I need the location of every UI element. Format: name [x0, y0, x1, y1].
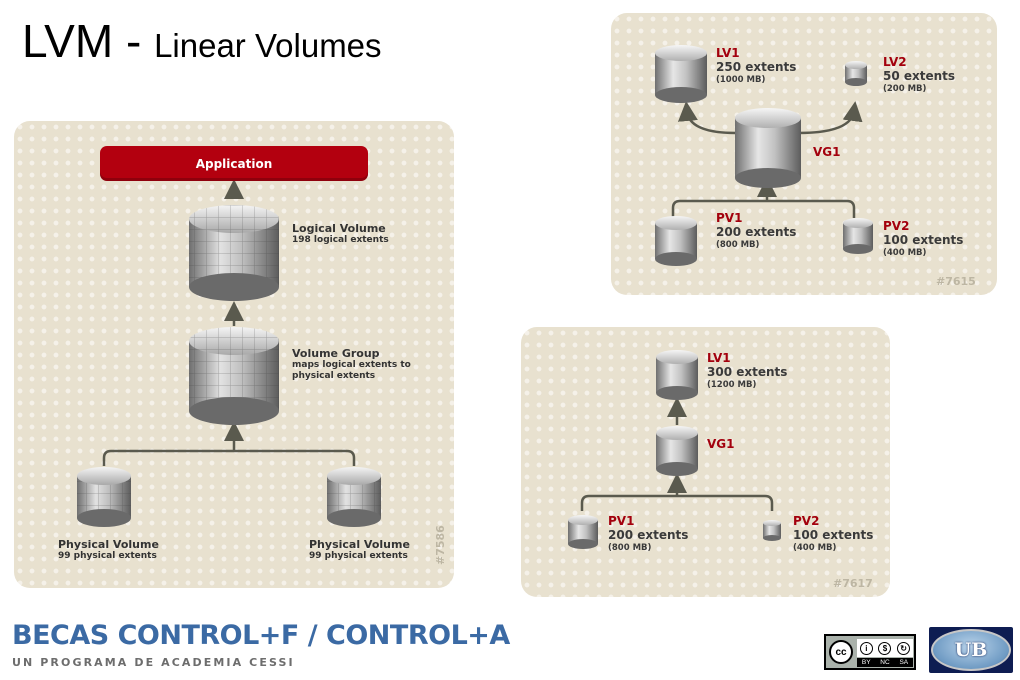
d3-pv2-cylinder	[763, 520, 781, 541]
d2-lv1-name: LV1	[716, 46, 740, 60]
slide-title-sub: Linear Volumes	[154, 27, 382, 64]
ub-logo-text: UB	[954, 639, 988, 661]
volume-group-cylinder	[189, 327, 279, 425]
figure-id-7617: #7617	[833, 577, 873, 590]
d2-pv1-cylinder	[655, 216, 697, 266]
d3-vg1-cylinder	[656, 426, 698, 476]
slide-title-main: LVM -	[22, 15, 155, 67]
d2-pv2-size: (400 MB)	[883, 247, 927, 258]
d2-pv1-label: PV1 200 extents (800 MB)	[716, 211, 796, 250]
ub-logo-emblem: UB	[931, 629, 1011, 671]
cc-logo-icon: cc	[829, 640, 853, 664]
two-lv-diagram: LV1 250 extents (1000 MB) LV2 50 extents…	[611, 13, 997, 295]
d2-pv2-cylinder	[843, 218, 873, 254]
slide-title: LVM - Linear Volumes	[22, 14, 382, 68]
volume-group-label: Volume Group maps logical extents to phy…	[292, 347, 411, 382]
d3-lv1-extents: 300 extents	[707, 365, 788, 380]
d2-vg1-name: VG1	[813, 145, 841, 159]
d3-pv1-cylinder	[568, 515, 598, 549]
pv-right-subtitle: 99 physical extents	[309, 551, 408, 562]
program-subtitle: UN PROGRAMA DE ACADEMIA CESSI	[12, 656, 295, 669]
d3-lv1-cylinder	[656, 350, 698, 400]
d3-pv1-label: PV1 200 extents (800 MB)	[608, 514, 688, 553]
program-title: BECAS CONTROL+F / CONTROL+A	[12, 620, 510, 651]
d2-arrow-vg-to-lv2	[797, 101, 863, 135]
logical-volume-cylinder	[189, 205, 279, 301]
term-nc: NC	[880, 659, 890, 666]
cc-symbol: cc	[835, 646, 847, 658]
diagram1-graphics	[77, 179, 381, 527]
application-label: Application	[195, 156, 273, 171]
d3-pv1-size: (800 MB)	[608, 542, 652, 553]
d2-lv2-label: LV2 50 extents (200 MB)	[883, 55, 955, 94]
d2-pv1-size: (800 MB)	[716, 239, 760, 250]
lvm-hierarchy-diagram: Application Logical Volume 198 logical e…	[14, 121, 454, 588]
pv-left-subtitle: 99 physical extents	[58, 551, 157, 562]
logical-volume-title: Logical Volume	[292, 222, 386, 235]
single-lv-diagram: LV1 300 extents (1200 MB) VG1 PV1 200 ex…	[521, 327, 890, 597]
attribution-icon: i	[859, 641, 873, 655]
physical-volume-left-cylinder	[77, 467, 131, 527]
d2-pv2-extents: 100 extents	[883, 233, 964, 248]
d2-pv2-name: PV2	[883, 219, 910, 233]
d2-lv1-label: LV1 250 extents (1000 MB)	[716, 46, 796, 85]
license-icons: i $ ↻	[857, 639, 913, 657]
d3-vg1-name: VG1	[707, 437, 735, 451]
d3-lv1-name: LV1	[707, 351, 731, 365]
d2-lv1-size: (1000 MB)	[716, 74, 766, 85]
d2-arrow-vg-to-lv1	[677, 101, 737, 135]
volume-group-subtitle-2: physical extents	[292, 370, 376, 381]
logical-volume-label: Logical Volume 198 logical extents	[292, 222, 389, 246]
d2-pv1-name: PV1	[716, 211, 743, 225]
creative-commons-badge[interactable]: cc i $ ↻ BY NC SA	[824, 634, 916, 670]
d3-lv1-label: LV1 300 extents (1200 MB)	[707, 351, 787, 390]
d3-pv2-label: PV2 100 extents (400 MB)	[793, 514, 873, 553]
d2-lv1-cylinder	[655, 45, 707, 103]
pv-left-title: Physical Volume	[58, 538, 159, 551]
d3-vg1-label: VG1	[707, 437, 735, 451]
d2-pv2-label: PV2 100 extents (400 MB)	[883, 219, 963, 258]
figure-id-7586: #7586	[434, 525, 447, 565]
d3-lv1-size: (1200 MB)	[707, 379, 757, 390]
d2-pv-branch	[671, 199, 856, 218]
pv-branch-connector	[102, 449, 356, 466]
d2-vg1-label: VG1	[813, 145, 841, 159]
application-box: Application	[100, 146, 368, 181]
term-by: BY	[861, 659, 871, 666]
logical-volume-subtitle: 198 logical extents	[292, 235, 389, 246]
d3-pv2-size: (400 MB)	[793, 542, 837, 553]
d3-pv-branch	[580, 494, 774, 511]
pv-right-title: Physical Volume	[309, 538, 410, 551]
d3-pv2-extents: 100 extents	[793, 528, 874, 543]
physical-volume-right-label: Physical Volume 99 physical extents	[309, 538, 410, 562]
license-terms: BY NC SA	[857, 658, 913, 667]
d2-lv2-name: LV2	[883, 55, 907, 69]
d3-pv1-extents: 200 extents	[608, 528, 689, 543]
volume-group-subtitle-1: maps logical extents to	[292, 360, 411, 371]
d2-lv2-size: (200 MB)	[883, 83, 927, 94]
d2-lv2-extents: 50 extents	[883, 69, 956, 84]
d2-lv1-extents: 250 extents	[716, 60, 797, 75]
figure-id-7615: #7615	[936, 275, 976, 288]
physical-volume-right-cylinder	[327, 467, 381, 527]
d2-pv1-extents: 200 extents	[716, 225, 797, 240]
physical-volume-left-label: Physical Volume 99 physical extents	[58, 538, 159, 562]
d3-pv1-name: PV1	[608, 514, 635, 528]
d2-vg1-cylinder	[735, 108, 801, 188]
sharealike-icon: ↻	[897, 641, 911, 655]
d3-pv2-name: PV2	[793, 514, 820, 528]
noncommercial-icon: $	[878, 641, 892, 655]
volume-group-title: Volume Group	[292, 347, 380, 360]
ub-logo: UB	[929, 627, 1013, 673]
diagram2-graphics	[655, 45, 873, 266]
d2-lv2-cylinder	[845, 61, 867, 86]
term-sa: SA	[899, 659, 909, 666]
diagram3-graphics	[568, 350, 781, 549]
